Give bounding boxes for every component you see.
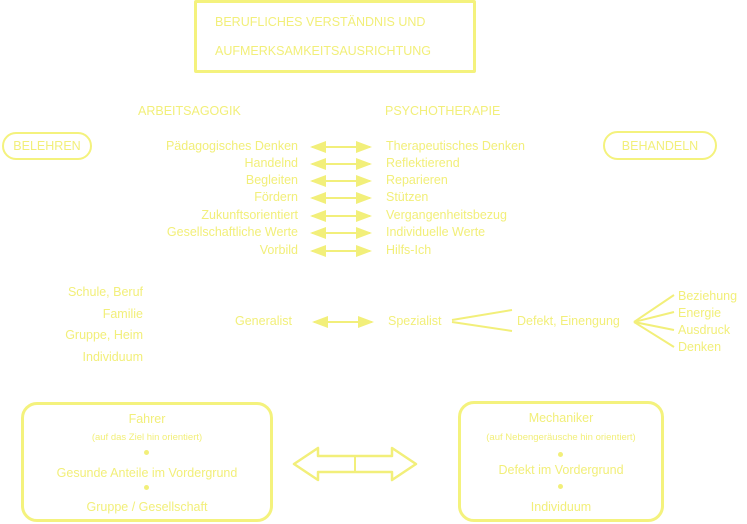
left-list-2: Familie: [102, 307, 143, 321]
right-item-3: Reparieren: [386, 173, 448, 187]
right-list-4: Denken: [678, 340, 722, 354]
left-item-5: Zukunftsorientiert: [201, 208, 298, 222]
defekt-label: Defekt, Einengung: [517, 314, 620, 328]
right-item-1: Therapeutisches Denken: [386, 139, 525, 153]
fahrer-dot-1: [144, 450, 149, 455]
right-list-3: Ausdruck: [678, 323, 731, 337]
fahrer-line-2: Gesunde Anteile im Vordergrund: [56, 466, 238, 480]
left-item-7: Vorbild: [259, 243, 298, 257]
mechaniker-dot-1: [558, 452, 563, 457]
fan-3: [633, 321, 675, 331]
right-item-5: Vergangenheitsbezug: [386, 208, 507, 222]
left-item-2: Handelnd: [244, 156, 298, 170]
left-item-4: Fördern: [254, 190, 298, 204]
right-pill-label: BEHANDELN: [621, 139, 699, 153]
left-pill-label: BELEHREN: [13, 139, 81, 153]
mechaniker-title: Mechaniker: [528, 411, 594, 425]
fan-2: [633, 311, 675, 323]
right-list-1: Beziehung: [678, 289, 738, 303]
left-list-1: Schule, Beruf: [67, 285, 143, 299]
mechaniker-box: [458, 401, 664, 522]
fahrer-box: [21, 402, 273, 522]
mechaniker-subtitle: (auf Nebengeräusche hin orientiert): [486, 432, 636, 443]
left-item-3: Begleiten: [245, 173, 298, 187]
title-line-1: BERUFLICHES VERSTÄNDNIS UND: [215, 15, 426, 29]
fan-4: [633, 321, 675, 348]
funnel-bottom: [451, 321, 513, 332]
right-item-6: Individuelle Werte: [386, 225, 486, 239]
fahrer-dot-2: [144, 485, 149, 490]
left-item-1: Pädagogisches Denken: [165, 139, 298, 153]
left-list-3: Gruppe, Heim: [65, 328, 143, 342]
right-list-2: Energie: [678, 306, 722, 320]
fahrer-title: Fahrer: [128, 412, 166, 426]
fahrer-line-3: Gruppe / Gesellschaft: [86, 500, 208, 514]
double-arrow: [292, 446, 418, 482]
generalist-label: Generalist: [235, 314, 292, 328]
right-item-7: Hilfs-Ich: [386, 243, 432, 257]
right-item-2: Reflektierend: [386, 156, 460, 170]
left-header: ARBEITSAGOGIK: [138, 104, 241, 118]
spezialist-label: Spezialist: [388, 314, 442, 328]
fahrer-subtitle: (auf das Ziel hin orientiert): [91, 432, 203, 443]
left-list-4: Individuum: [82, 350, 143, 364]
title-box: [194, 0, 476, 73]
right-header: PSYCHOTHERAPIE: [385, 104, 501, 118]
title-line-2: AUFMERKSAMKEITSAUSRICHTUNG: [215, 44, 431, 58]
left-item-6: Gesellschaftliche Werte: [166, 225, 298, 239]
right-item-4: Stützen: [386, 190, 429, 204]
right-pill: [603, 131, 717, 160]
mechaniker-line-2: Defekt im Vordergrund: [498, 463, 624, 477]
funnel-top: [451, 309, 513, 321]
mechaniker-dot-2: [558, 484, 563, 489]
mechaniker-line-3: Individuum: [530, 500, 592, 514]
fan-1: [633, 294, 675, 323]
left-pill: [2, 132, 92, 160]
